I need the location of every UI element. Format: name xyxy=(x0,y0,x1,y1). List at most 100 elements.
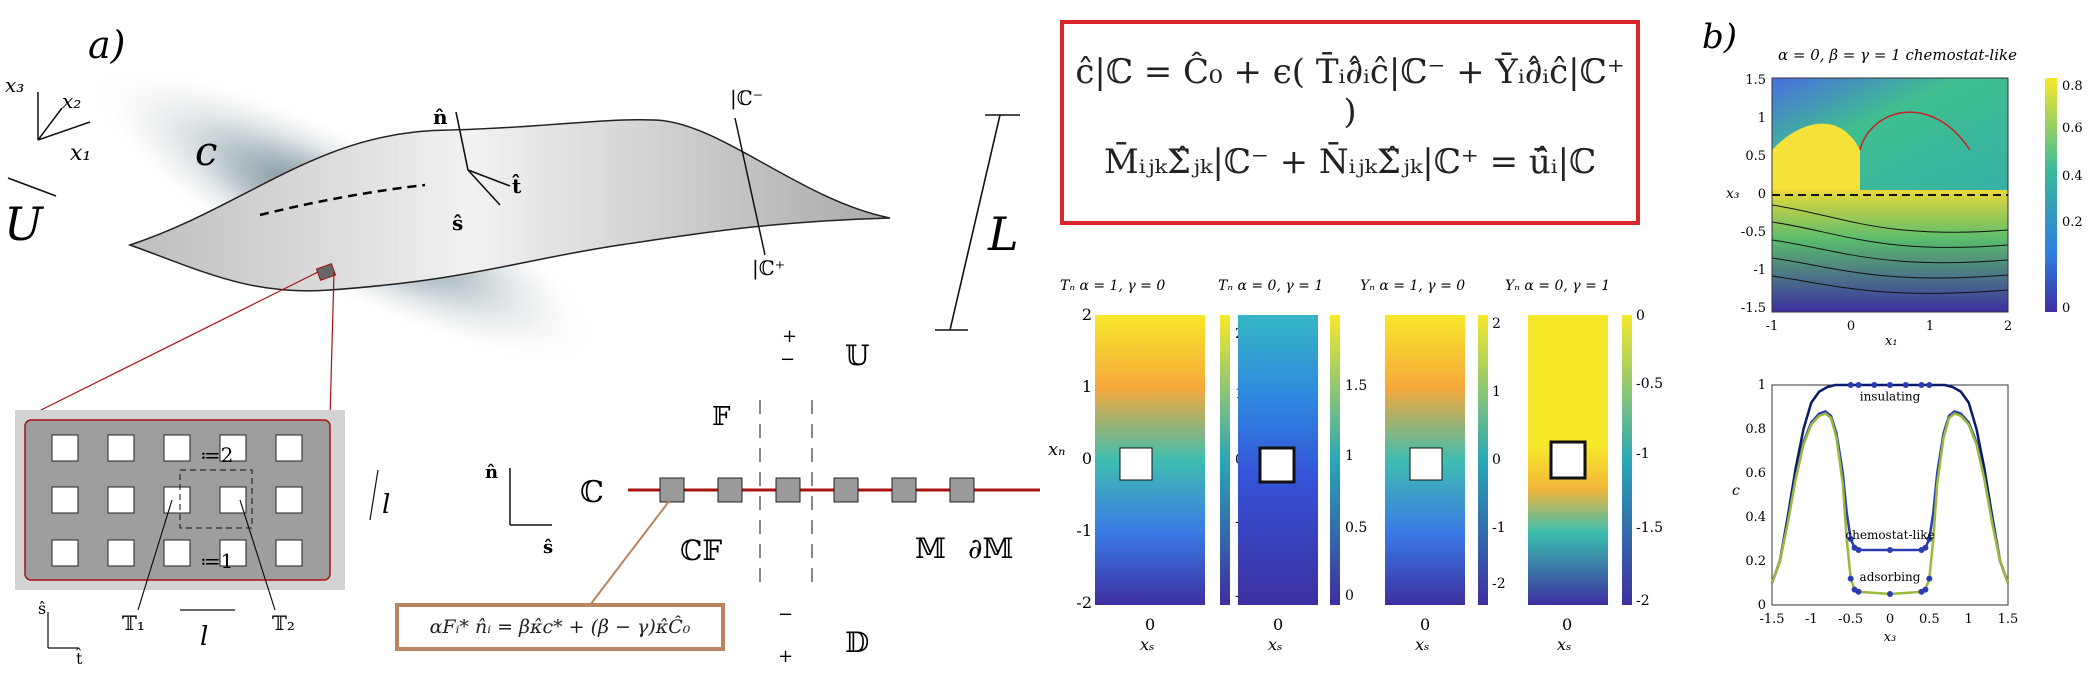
region-D: 𝔻 xyxy=(845,626,869,659)
flow-arrow xyxy=(7,177,57,197)
data-point xyxy=(1887,547,1893,553)
data-point xyxy=(1922,544,1929,551)
cell-T2: 𝕋₂ xyxy=(272,611,295,635)
boundary-condition-box: αFᵢ* n̂ᵢ = βκ̂c* + (β − γ)κ̂Ĉ₀ xyxy=(395,603,725,651)
xtick: 0 xyxy=(1273,615,1283,634)
equation-line-1: ĉ|ℂ = Ĉ₀ + ϵ( T̄ᵢ∂̂ᵢĉ|ℂ⁻ + Ȳᵢ∂̂ᵢĉ|ℂ⁺ ) xyxy=(1075,52,1625,132)
interface-cells xyxy=(659,477,975,503)
cbar-tick: 0 xyxy=(1636,308,1645,324)
unit-cell xyxy=(179,469,253,529)
xtick: 0.5 xyxy=(1919,612,1940,627)
xlabel: xₛ xyxy=(1557,635,1571,654)
fields-y-ticks: 2 1 0 -1 -2 xyxy=(1076,305,1092,612)
length-label: L xyxy=(987,207,1019,261)
cbar-tick: 1.5 xyxy=(1345,378,1367,394)
data-point xyxy=(1902,382,1909,388)
top-xlabel: x₁ xyxy=(1885,334,1898,349)
region-C: ℂ xyxy=(580,475,604,510)
xtick: 2 xyxy=(2004,319,2012,334)
inset-axis-t: t̂ xyxy=(75,648,83,668)
upper-side-label: |ℂ⁻ xyxy=(730,86,763,111)
cbar-tick: 0.2 xyxy=(2062,215,2083,230)
upper-minus: − xyxy=(780,349,795,370)
cbar-tick: 1 xyxy=(1492,384,1501,400)
equation-line-2: M̄ᵢⱼₖΣ̂ⱼₖ|ℂ⁻ + N̄ᵢⱼₖΣ̂ⱼₖ|ℂ⁺ = ū̂ᵢ|ℂ xyxy=(1103,142,1597,182)
data-point xyxy=(1918,382,1925,388)
ytick: 0.5 xyxy=(1745,149,1766,164)
colorbar-ticks: 1.5 1 0.5 0 xyxy=(1345,378,1367,604)
ytick: 0.6 xyxy=(1745,466,1766,481)
xtick: 1 xyxy=(1926,319,1934,334)
annotation: insulating xyxy=(1860,389,1921,403)
fields-ytick: -1 xyxy=(1076,521,1092,540)
data-point xyxy=(1926,575,1933,582)
ylabel: c xyxy=(1732,483,1740,499)
surface-midline xyxy=(259,183,426,217)
binormal-label: ŝ xyxy=(452,211,463,235)
cbar-tick: 0 xyxy=(1345,588,1354,604)
ytick: 1 xyxy=(1758,378,1766,393)
data-point xyxy=(1855,382,1862,388)
inclusion xyxy=(1549,440,1587,480)
xtick: 0 xyxy=(1420,615,1430,634)
cell-S2: ≔2 xyxy=(200,443,233,467)
region-CF: ℂ𝔽 xyxy=(680,534,722,567)
panel-b-top-title: α = 0, β = γ = 1 chemostat-like xyxy=(1778,46,2017,64)
streamlines xyxy=(1771,204,2009,294)
xtick: 0 xyxy=(1145,615,1155,634)
panel-a-label: a) xyxy=(88,23,125,67)
xlabel: xₛ xyxy=(1140,635,1154,654)
fields-ytick: 0 xyxy=(1082,449,1092,468)
xtick: 1 xyxy=(1965,612,1973,627)
ytick: 0.4 xyxy=(1745,510,1766,525)
fields-ytick: -2 xyxy=(1076,593,1092,612)
normal-label: n̂ xyxy=(433,105,448,129)
panel-b-label: b) xyxy=(1702,17,1737,57)
cbar-tick: 0 xyxy=(1492,452,1501,468)
inclusion xyxy=(1119,447,1153,481)
cbar-tick: 0.5 xyxy=(1345,520,1367,536)
panel-b-figure: b) α = 0, β = γ = 1 chemostat-like 0.8 0… xyxy=(1702,17,2083,645)
top-x-ticks: -1 0 1 2 xyxy=(1766,319,2012,334)
cbar-tick: 0 xyxy=(2062,301,2070,316)
region-normal-label: n̂ xyxy=(485,462,498,483)
xlabel: xₛ xyxy=(1415,635,1429,654)
region-U: 𝕌 xyxy=(845,339,869,372)
ytick: -1.5 xyxy=(1741,301,1766,316)
upper-plus: + xyxy=(782,326,797,347)
inclusion xyxy=(1409,447,1443,481)
data-point xyxy=(1847,575,1854,582)
top-colorbar-ticks: 0.8 0.6 0.4 0.2 0 xyxy=(2062,79,2083,316)
concentration-label: c xyxy=(195,129,217,175)
cell-S1: ≔1 xyxy=(200,549,233,573)
xtick: -1 xyxy=(1766,319,1779,334)
cbar-tick: 0.6 xyxy=(2062,121,2083,136)
xtick: 1.5 xyxy=(1998,612,2019,627)
xlabel: x₃ xyxy=(1884,630,1897,645)
ytick: -1 xyxy=(1753,263,1766,278)
top-colorbar xyxy=(2045,78,2057,312)
region-M: 𝕄 xyxy=(915,532,946,565)
top-field-lower xyxy=(1772,190,2008,312)
xlabel: xₛ xyxy=(1268,635,1282,654)
data-point xyxy=(1871,382,1878,388)
data-point xyxy=(1926,382,1933,388)
cbar-tick: 1 xyxy=(1345,448,1354,464)
cbar-tick: -2 xyxy=(1492,576,1506,592)
top-ylabel: x₃ xyxy=(1726,186,1740,202)
ytick: 0.8 xyxy=(1745,422,1766,437)
xtick: -1.5 xyxy=(1759,612,1784,627)
ytick: 0 xyxy=(1758,598,1766,613)
inclusion-grid xyxy=(51,434,303,567)
colorbar xyxy=(1220,315,1230,605)
ytick: 0 xyxy=(1758,187,1766,202)
cell-fields-figure: xₙ 2 1 0 -1 -2 Tₙ α = 1, γ = 0 2 1 0 -1 … xyxy=(1048,278,1663,654)
lower-minus: − xyxy=(778,604,793,625)
fields-y-axis-label: xₙ xyxy=(1048,439,1065,460)
tangent-label: t̂ xyxy=(512,172,522,198)
colorbar xyxy=(1330,315,1340,605)
data-point xyxy=(1855,547,1862,553)
cbar-tick: -2 xyxy=(1636,593,1650,609)
zoom-patch xyxy=(315,262,337,282)
